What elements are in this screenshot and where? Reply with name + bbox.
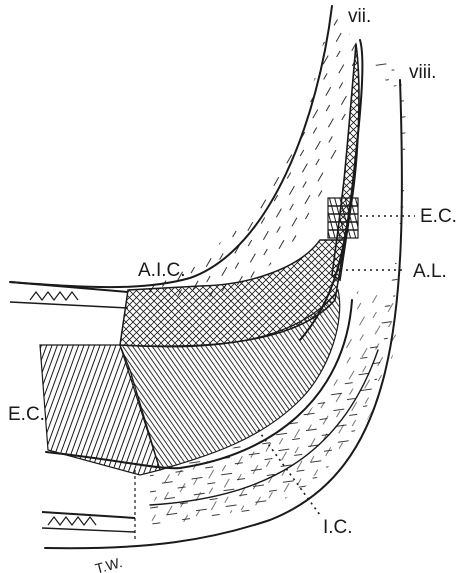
ec-band-right <box>328 198 358 238</box>
label-rib-viii: viii. <box>409 62 436 83</box>
label-ec-left: E.C. <box>8 404 45 425</box>
label-al: A.L. <box>413 261 447 282</box>
cut-rib-lower-left <box>42 512 135 532</box>
label-tw: T.W. <box>93 554 123 573</box>
label-ic: I.C. <box>323 517 353 538</box>
label-rib-vii: vii. <box>348 6 371 27</box>
label-ec-right: E.C. <box>420 206 457 227</box>
label-aic: A.I.C. <box>138 260 186 281</box>
